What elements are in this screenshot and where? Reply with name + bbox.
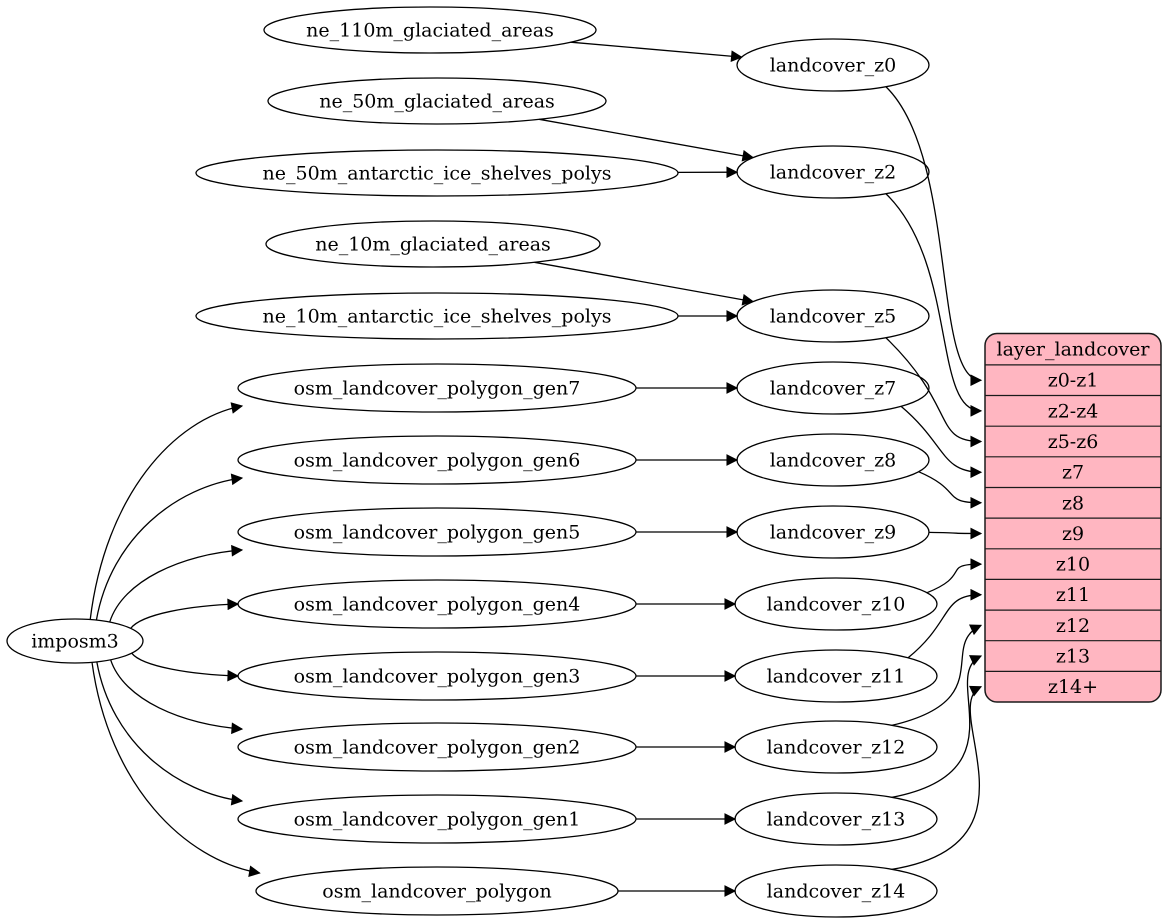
node-label: osm_landcover_polygon_gen5: [294, 522, 581, 544]
edge-ne-10m-glaciated-areas-to-landcover-z5: [534, 261, 755, 306]
node-label: ne_110m_glaciated_areas: [306, 20, 554, 42]
node-label: osm_landcover_polygon_gen2: [294, 737, 581, 759]
node-landcover-z7: landcover_z7: [736, 361, 930, 415]
edge-imposm3-to-osm-landcover-polygon-gen7: [89, 402, 244, 620]
table-title: layer_landcover: [997, 339, 1151, 361]
node-landcover-z8: landcover_z8: [736, 433, 930, 487]
edge-imposm3-to-osm-landcover-polygon-gen6: [95, 473, 244, 621]
node-label: landcover_z5: [770, 306, 897, 328]
node-label: osm_landcover_polygon_gen3: [294, 666, 581, 688]
table-row-z7: z7: [1062, 462, 1084, 484]
node-ne-110m-glaciated-areas: ne_110m_glaciated_areas: [263, 6, 597, 54]
edge-imposm3-to-osm-landcover-polygon-gen4: [130, 598, 240, 629]
edge-imposm3-to-osm-landcover-polygon: [91, 662, 261, 878]
edge-landcover-z11-to-row-z11: [907, 588, 983, 659]
node-osm-landcover-polygon-gen6: osm_landcover_polygon_gen6: [237, 435, 637, 485]
node-ellipse: [263, 6, 597, 54]
edge-imposm3-to-osm-landcover-polygon-gen1: [96, 661, 244, 806]
node-ne-10m-glaciated-areas: ne_10m_glaciated_areas: [265, 220, 601, 268]
edge-landcover-z13-to-row-z13: [891, 655, 983, 799]
node-landcover-z13: landcover_z13: [734, 792, 938, 846]
node-imposm3: imposm3: [6, 618, 144, 664]
node-ellipse: [267, 77, 607, 125]
node-ne-10m-antarctic-ice-shelves-polys: ne_10m_antarctic_ice_shelves_polys: [195, 292, 679, 340]
edge-landcover-z12-to-row-z12: [891, 624, 983, 727]
node-label: osm_landcover_polygon_gen6: [294, 450, 581, 472]
node-osm-landcover-polygon-gen4: osm_landcover_polygon_gen4: [237, 579, 637, 629]
node-landcover-z0: landcover_z0: [736, 38, 930, 92]
edge-ne-110m-glaciated-areas-to-landcover-z0: [570, 41, 743, 63]
table-row-z10: z10: [1056, 554, 1090, 576]
node-ellipse: [265, 220, 601, 268]
node-label: landcover_z14: [767, 881, 906, 903]
edge-landcover-z7-to-row-z7: [900, 405, 983, 479]
edges: [89, 41, 983, 897]
edge-imposm3-to-osm-landcover-polygon-gen5: [109, 544, 244, 623]
node-label: landcover_z12: [767, 737, 906, 759]
node-landcover-z10: landcover_z10: [734, 577, 938, 631]
node-label: imposm3: [31, 631, 119, 653]
edge-landcover-z8-to-row-z8: [918, 471, 983, 509]
table-row-z14-: z14+: [1048, 676, 1098, 698]
table-row-z0-z1: z0-z1: [1048, 370, 1099, 392]
table-row-z11: z11: [1056, 584, 1090, 606]
node-osm-landcover-polygon: osm_landcover_polygon: [255, 866, 619, 916]
node-label: osm_landcover_polygon_gen1: [294, 809, 581, 831]
table-row-z9: z9: [1062, 523, 1084, 545]
node-label: osm_landcover_polygon_gen4: [294, 594, 581, 616]
node-landcover-z11: landcover_z11: [734, 649, 938, 703]
node-label: osm_landcover_polygon: [322, 881, 551, 903]
table-layer-landcover: layer_landcover z0-z1 z2-z4 z5-z6 z7 z8 z9 z10 z…: [984, 332, 1162, 703]
node-landcover-z2: landcover_z2: [736, 145, 930, 199]
edge-landcover-z10-to-row-z10: [926, 558, 983, 594]
node-label: landcover_z2: [770, 162, 897, 184]
node-ellipse: [6, 618, 144, 664]
node-landcover-z14: landcover_z14: [734, 864, 938, 918]
edge-imposm3-to-osm-landcover-polygon-gen2: [109, 659, 244, 735]
node-ne-50m-glaciated-areas: ne_50m_glaciated_areas: [267, 77, 607, 125]
node-osm-landcover-polygon-gen3: osm_landcover_polygon_gen3: [237, 651, 637, 701]
edge-landcover-z9-to-row-z9: [928, 527, 983, 540]
node-osm-landcover-polygon-gen2: osm_landcover_polygon_gen2: [237, 722, 637, 772]
node-label: ne_10m_glaciated_areas: [315, 234, 551, 256]
table-row-z8: z8: [1062, 492, 1084, 514]
table-row-z12: z12: [1056, 615, 1090, 637]
table-row-z5-z6: z5-z6: [1048, 431, 1099, 453]
node-label: landcover_z8: [770, 450, 897, 472]
node-label: osm_landcover_polygon_gen7: [294, 378, 581, 400]
table-row-z13: z13: [1056, 646, 1090, 668]
edge-landcover-z14-to-row-z14+: [891, 685, 983, 871]
node-ellipse: [736, 38, 930, 92]
node-landcover-z12: landcover_z12: [734, 720, 938, 774]
edge-ne-50m-glaciated-areas-to-landcover-z2: [539, 118, 755, 162]
node-label: landcover_z7: [770, 378, 897, 400]
node-label: ne_10m_antarctic_ice_shelves_polys: [263, 306, 612, 328]
node-osm-landcover-polygon-gen1: osm_landcover_polygon_gen1: [237, 794, 637, 844]
node-osm-landcover-polygon-gen7: osm_landcover_polygon_gen7: [237, 363, 637, 413]
edge-landcover-z0-to-row-z0-z1: [885, 86, 983, 387]
node-label: ne_50m_antarctic_ice_shelves_polys: [263, 163, 612, 185]
node-landcover-z5: landcover_z5: [736, 289, 930, 343]
table-row-z2-z4: z2-z4: [1048, 400, 1099, 422]
node-landcover-z9: landcover_z9: [736, 505, 930, 559]
node-ne-50m-antarctic-ice-shelves-polys: ne_50m_antarctic_ice_shelves_polys: [195, 149, 679, 197]
node-label: landcover_z11: [767, 666, 906, 688]
edge-imposm3-to-osm-landcover-polygon-gen3: [131, 652, 240, 682]
node-label: landcover_z9: [770, 522, 897, 544]
node-label: landcover_z10: [767, 594, 906, 616]
edge-landcover-z5-to-row-z5-z6: [885, 337, 983, 448]
node-label: ne_50m_glaciated_areas: [319, 91, 555, 113]
edge-landcover-z2-to-row-z2-z4: [885, 193, 983, 417]
node-osm-landcover-polygon-gen5: osm_landcover_polygon_gen5: [237, 507, 637, 557]
node-label: landcover_z13: [767, 809, 906, 831]
node-label: landcover_z0: [770, 55, 897, 77]
